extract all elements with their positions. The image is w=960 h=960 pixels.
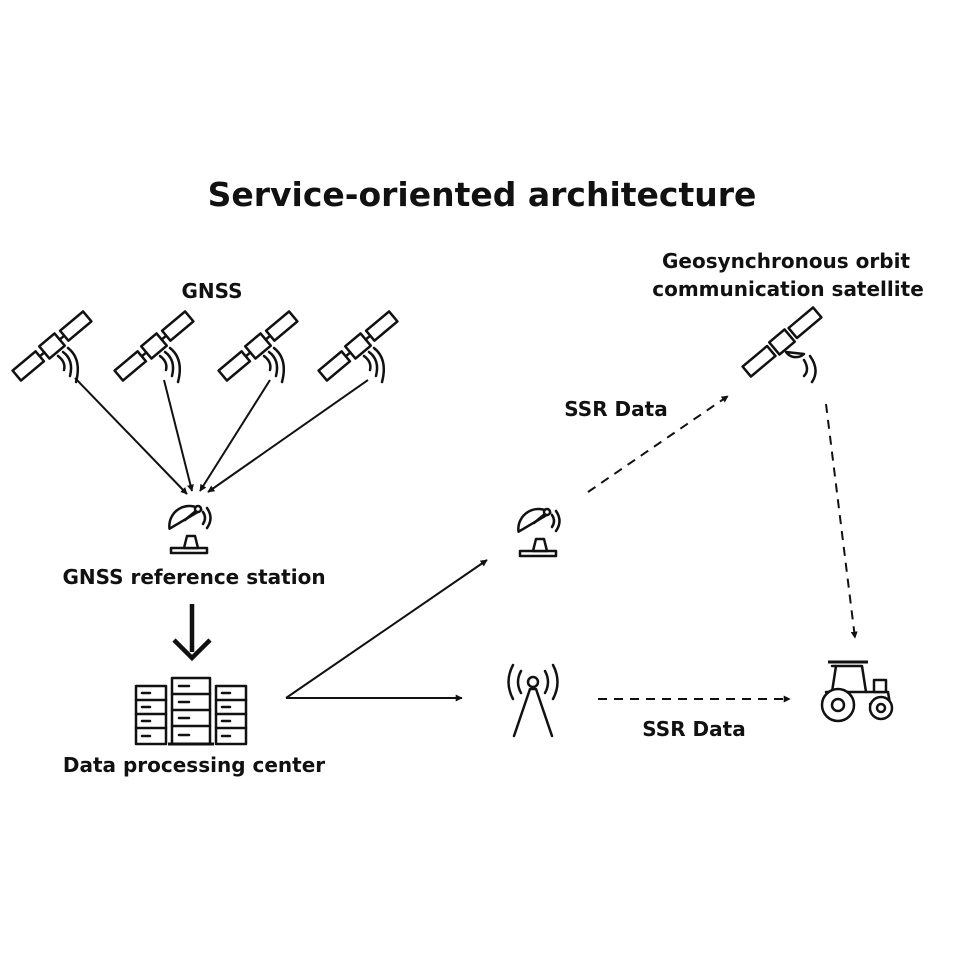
gnss-signal-arrow — [74, 377, 188, 495]
gnss-signal-arrow — [163, 379, 194, 492]
data-center-label: Data processing center — [63, 753, 325, 777]
radio-tower-icon — [507, 663, 559, 738]
ssr-uplink-arrow — [587, 395, 729, 493]
gnss-satellite-icon — [216, 309, 300, 384]
gnss-signal-arrow — [207, 379, 369, 493]
gnss-label: GNSS — [181, 279, 242, 303]
diagram-title: Service-oriented architecture — [208, 175, 757, 214]
server-rack-icon — [134, 676, 248, 746]
down-arrow-icon — [172, 604, 212, 662]
ssr-data-label-lower: SSR Data — [642, 717, 745, 741]
tractor-icon — [820, 660, 894, 723]
reference-station-label: GNSS reference station — [62, 565, 325, 589]
gnss-satellite-icon — [112, 309, 196, 384]
geo-satellite-icon — [741, 306, 823, 384]
gnss-satellite-icon — [316, 309, 400, 384]
uplink-dish-icon — [516, 504, 561, 558]
gnss-satellite-icon — [10, 309, 94, 384]
ssr-data-label-upper: SSR Data — [564, 397, 667, 421]
uplink-arrow — [285, 559, 488, 699]
ssr-downlink-arrow — [825, 403, 858, 639]
reference-station-dish-icon — [167, 501, 212, 555]
geo-satellite-label-line1: Geosynchronous orbit — [662, 249, 910, 273]
geo-satellite-label-line2: communication satellite — [652, 277, 924, 301]
gnss-signal-arrow — [199, 379, 271, 492]
